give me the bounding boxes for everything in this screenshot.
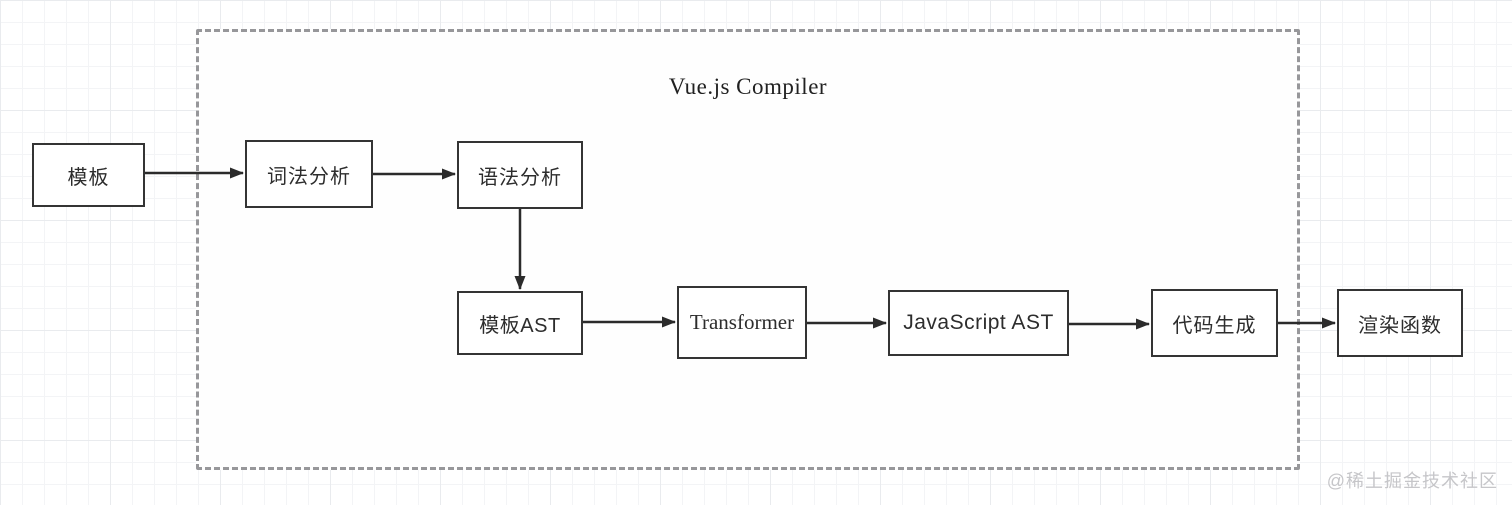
- node-javascript-ast: JavaScript AST: [888, 290, 1069, 356]
- node-code-generation: 代码生成: [1151, 289, 1278, 357]
- node-template-ast: 模板AST: [457, 291, 583, 355]
- node-syntax-analysis: 语法分析: [457, 141, 583, 209]
- compiler-boundary-box: [196, 29, 1300, 470]
- node-lexical-analysis: 词法分析: [245, 140, 373, 208]
- node-transformer: Transformer: [677, 286, 807, 359]
- watermark: @稀土掘金技术社区: [1326, 471, 1498, 491]
- node-render-function: 渲染函数: [1337, 289, 1463, 357]
- diagram-title: Vue.js Compiler: [668, 74, 828, 99]
- node-template: 模板: [32, 143, 145, 207]
